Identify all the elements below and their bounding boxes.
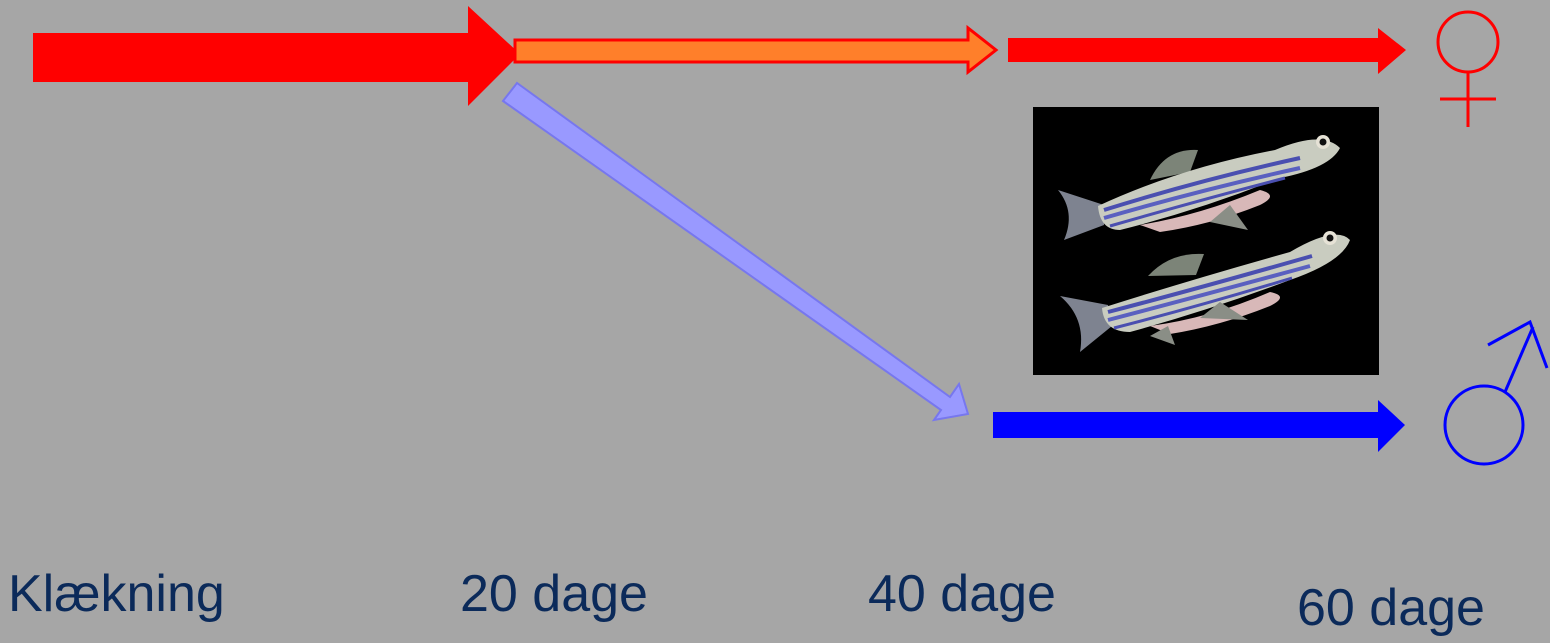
label-hatching: Klækning: [8, 565, 225, 623]
zebrafish-photo: [1033, 107, 1379, 375]
zebrafish-upper: [1058, 135, 1340, 240]
red-arrow-40-to-60-days: [1008, 28, 1406, 74]
zebrafish-lower: [1060, 231, 1350, 352]
orange-arrow-20-to-40-days: [513, 24, 999, 76]
female-symbol: [1436, 10, 1500, 127]
label-40-days: 40 dage: [868, 565, 1056, 623]
blue-arrow-male: [993, 400, 1405, 452]
red-arrow-hatching-to-20-days: [33, 6, 520, 106]
label-20-days: 20 dage: [460, 565, 648, 623]
light-blue-diagonal-arrow: [501, 81, 970, 422]
male-symbol: [1443, 319, 1549, 466]
label-60-days: 60 dage: [1297, 579, 1485, 637]
